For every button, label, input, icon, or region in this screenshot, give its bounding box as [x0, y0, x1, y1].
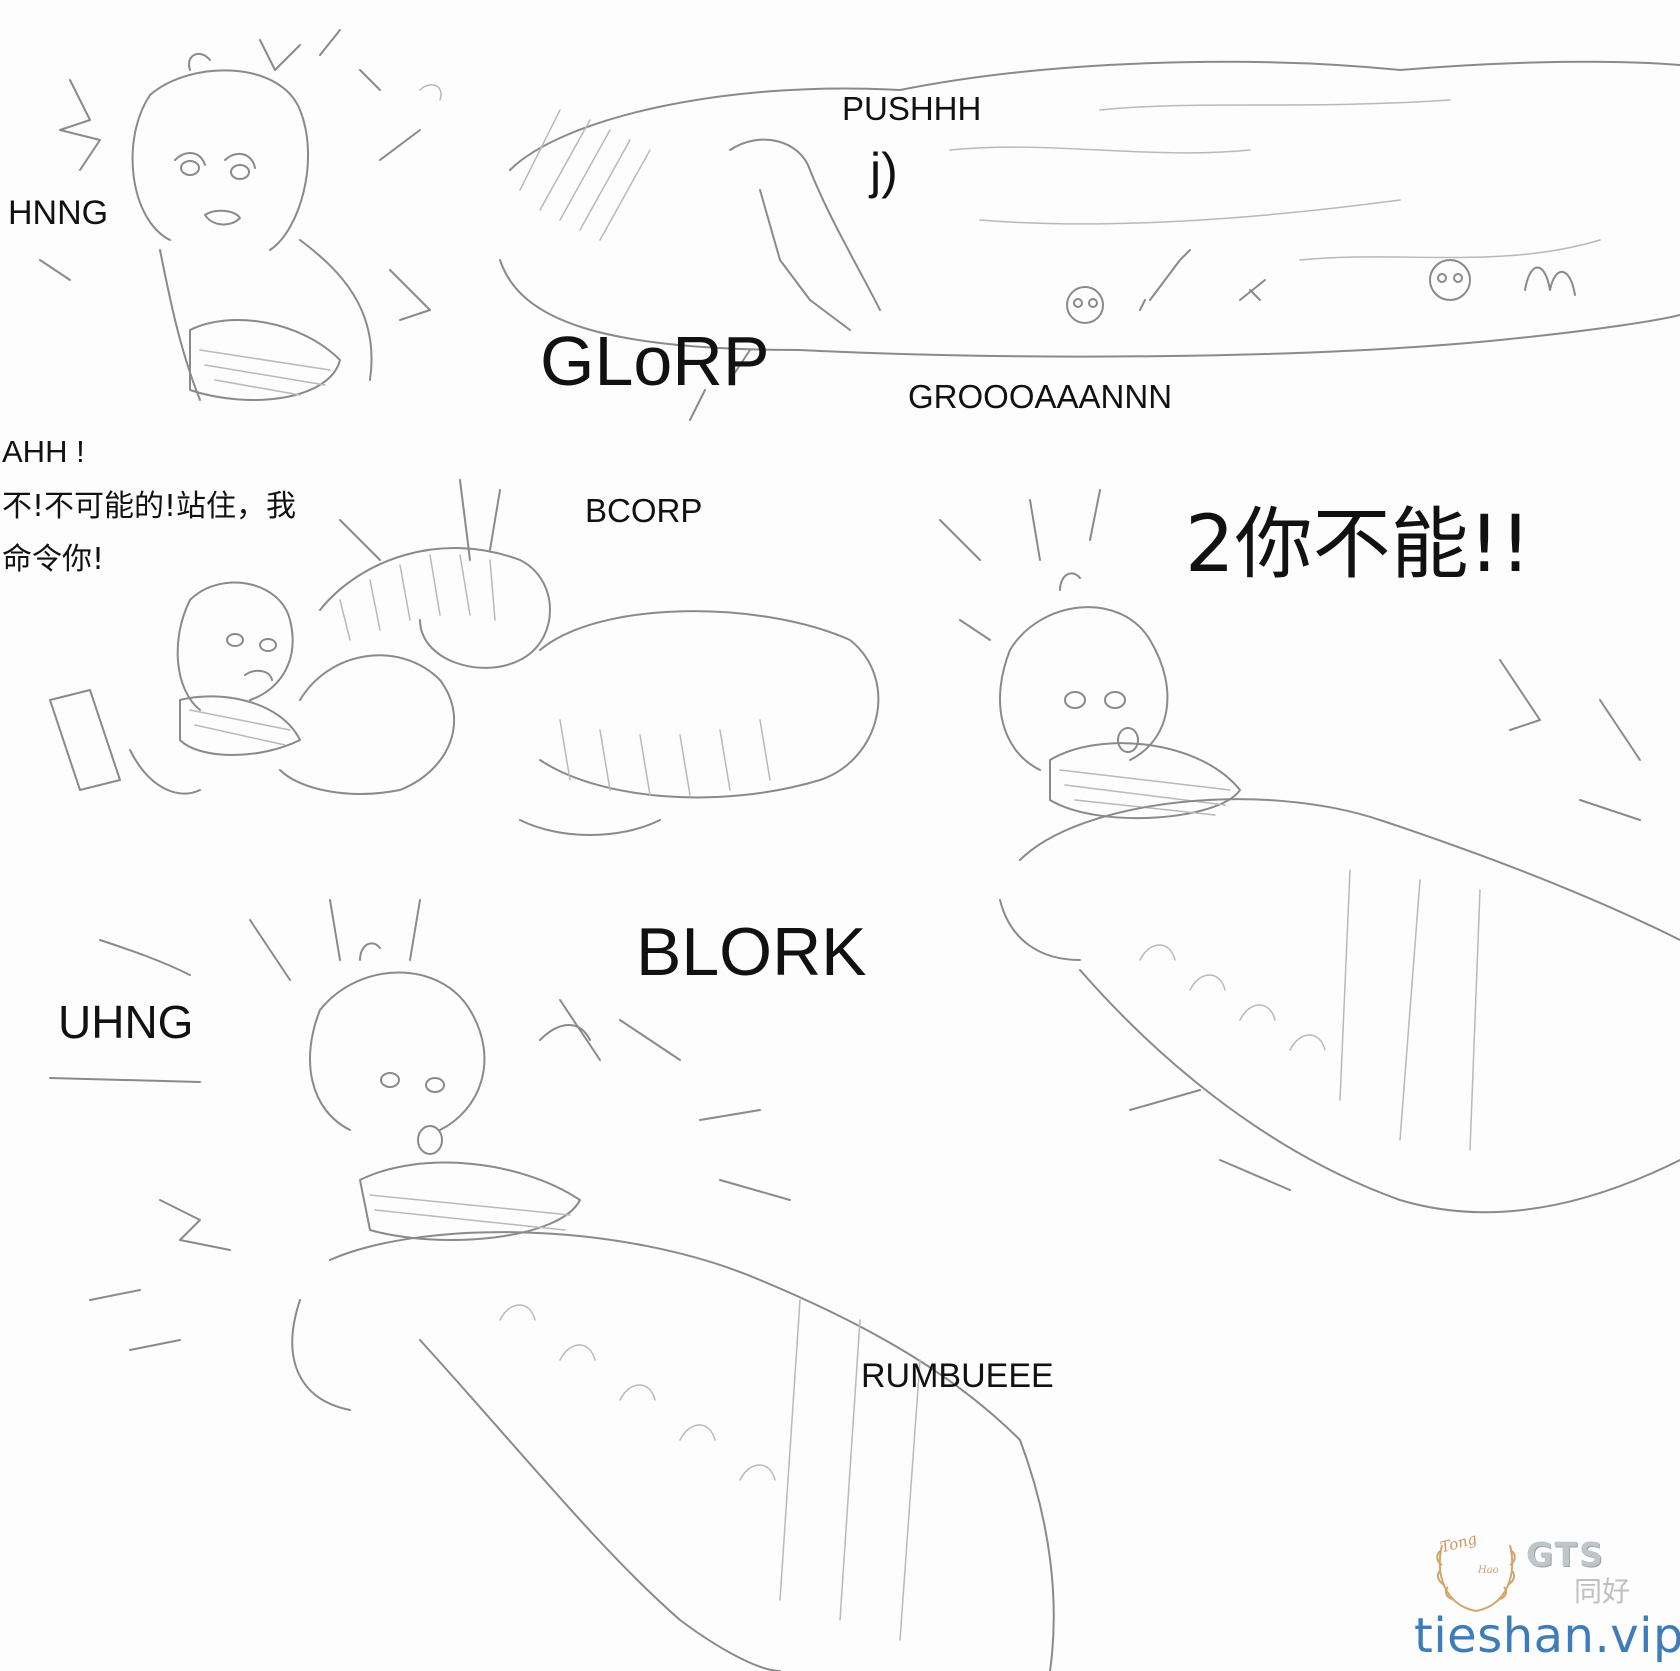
watermark-gts-logo: GTS: [1526, 1535, 1605, 1574]
sfx-rumble: RUMBUEEE: [861, 1357, 1054, 1395]
panel-2-drawing: [499, 60, 1680, 421]
laurel-logo-icon: [1436, 1544, 1516, 1612]
sfx-bcorp: BCORP: [585, 492, 703, 529]
dialogue-line-1: 不!不可能的!站住，我: [2, 489, 297, 524]
watermark-site-link[interactable]: tieshan.vip: [1414, 1608, 1680, 1664]
watermark-gts-sub: 同好: [1574, 1575, 1631, 1608]
sfx-uhng: UHNG: [58, 996, 194, 1048]
sfx-pushhh: PUSHHH: [842, 90, 982, 127]
panel-4-drawing: [939, 489, 1680, 1214]
dialogue-big: 2你不能!!: [1185, 500, 1532, 590]
sfx-groan: GROOOAAANNN: [908, 378, 1173, 415]
panel-1-drawing: [39, 29, 442, 401]
panel-5-drawing: [49, 899, 1055, 1671]
sfx-glorp: GLoRP: [540, 322, 770, 400]
sfx-ahh: AHH !: [2, 434, 85, 469]
watermark-script-bottom: Hao: [1478, 1565, 1499, 1576]
panel-3-drawing: [49, 479, 880, 836]
dialogue-line-2: 命令你!: [2, 542, 105, 577]
sfx-hnng: HNNG: [8, 194, 109, 232]
sfx-blork: BLORK: [636, 914, 867, 990]
sfx-j: j): [870, 143, 898, 199]
